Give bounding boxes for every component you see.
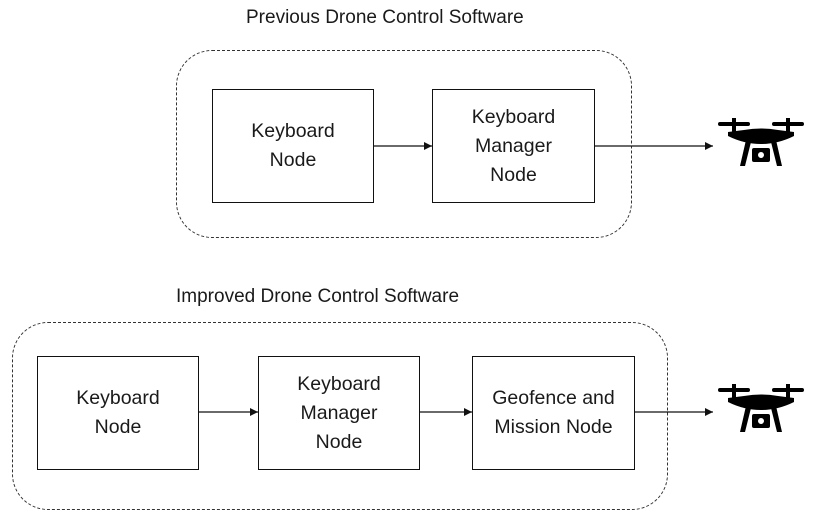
keyboard-manager-node-improved: Keyboard Manager Node [258, 356, 420, 470]
improved-software-group [12, 322, 668, 510]
improved-software-title: Improved Drone Control Software [176, 286, 460, 307]
drone-icon [718, 118, 804, 166]
keyboard-manager-node-previous: Keyboard Manager Node [432, 89, 595, 203]
previous-software-title: Previous Drone Control Software [246, 7, 524, 28]
keyboard-node-improved: Keyboard Node [37, 356, 199, 470]
geofence-mission-node: Geofence and Mission Node [472, 356, 635, 470]
keyboard-node-previous: Keyboard Node [212, 89, 374, 203]
previous-software-group [176, 50, 632, 238]
drone-icon [718, 384, 804, 432]
